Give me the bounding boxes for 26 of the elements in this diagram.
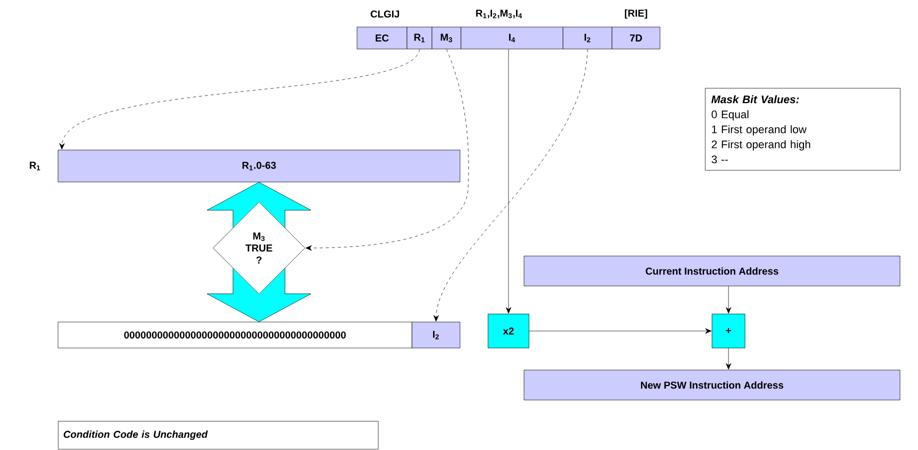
register-field: 0000000000000000000000000000000000000000	[58, 322, 412, 348]
note-box: Condition Code is Unchanged	[58, 421, 378, 450]
arrow	[529, 328, 712, 334]
arrow	[726, 286, 732, 314]
instruction-field: I$_{2}$	[562, 26, 612, 50]
instruction-field: R$_{1}$	[406, 26, 432, 50]
instruction-field: M$_{3}$	[432, 26, 462, 50]
block-arrow	[206, 182, 312, 322]
register-label: R$_{1}$	[30, 162, 40, 170]
arrow	[726, 348, 732, 370]
adder-box: +	[712, 314, 746, 348]
mask-values-box: Mask Bit Values: 0 Equal 1 First operand low 2 First operand high 3 --	[705, 88, 900, 170]
instruction-field: EC	[356, 26, 408, 50]
address-bar: Current Instruction Address	[524, 256, 900, 286]
format-label: CLGIJ	[370, 10, 400, 18]
multiply-box: x2	[488, 314, 530, 348]
arrow	[506, 49, 512, 314]
format-label: R$_{1}$,I$_{2}$,M$_{3}$,I$_{4}$	[476, 10, 522, 18]
arrow	[59, 49, 420, 150]
register-field: I$_{2}$	[412, 322, 460, 348]
format-label: [RIE]	[624, 9, 648, 19]
arrow	[306, 49, 469, 251]
register-bar: R$_{1}$.0-63	[58, 150, 460, 182]
address-bar: New PSW Instruction Address	[524, 370, 900, 400]
arrow	[433, 49, 588, 322]
instruction-field: 7D	[612, 26, 660, 50]
